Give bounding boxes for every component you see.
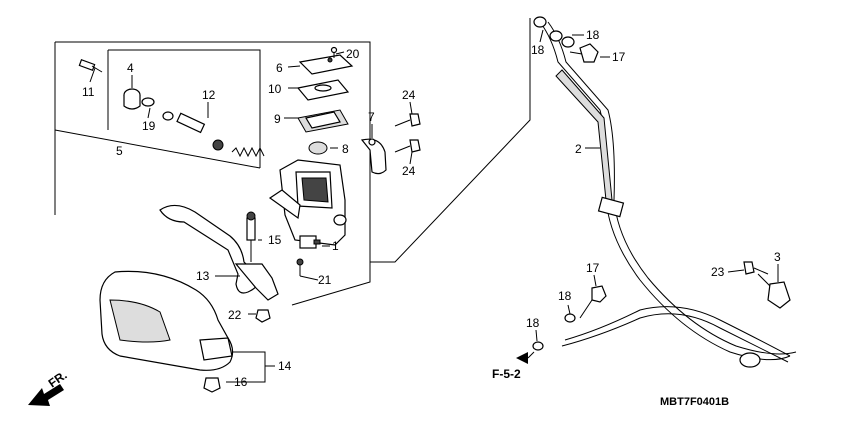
callout-4: 4 [127, 61, 134, 75]
master-cylinder-5 [268, 159, 347, 246]
front-label: FR. [46, 368, 70, 391]
pivot-bolt-15 [246, 211, 256, 262]
leader-lines [89, 29, 779, 383]
callout-5: 5 [116, 144, 123, 158]
callout-11: 11 [82, 85, 95, 99]
callout-3: 3 [774, 250, 781, 264]
washers-18-bottom [532, 313, 576, 351]
diaphragm-9 [297, 109, 349, 133]
callout-13: 13 [196, 269, 210, 283]
callout-17-top: 17 [612, 50, 626, 64]
plate-10 [296, 79, 350, 101]
callout-18-d: 18 [526, 316, 540, 330]
nut-22 [255, 309, 271, 323]
front-arrow-icon [28, 384, 64, 406]
bolt-17-top [569, 43, 599, 63]
callout-2: 2 [575, 142, 582, 156]
callout-20: 20 [346, 47, 360, 61]
callout-8: 8 [342, 142, 349, 156]
brake-hose-2 [539, 21, 797, 368]
washers-18-top [533, 16, 575, 48]
callout-7: 7 [368, 110, 375, 124]
bolt-23 [743, 261, 769, 275]
bolt-17-bottom [579, 285, 607, 319]
callout-18-c: 18 [558, 289, 572, 303]
bolt-11 [78, 59, 103, 73]
holder-7 [360, 138, 387, 175]
switch-1 [299, 235, 321, 249]
callout-10: 10 [268, 82, 282, 96]
reservoir-cap-6 [298, 54, 354, 75]
callout-14: 14 [278, 359, 292, 373]
piston-set-12 [162, 111, 265, 158]
callout-22: 22 [228, 308, 242, 322]
callout-19: 19 [142, 119, 156, 133]
brake-lever-13 [159, 204, 279, 301]
screw-21 [296, 258, 304, 276]
lever-cover-14 [99, 270, 234, 371]
hose-guide-3 [757, 273, 791, 309]
assembly-boundary [54, 18, 531, 306]
callout-16: 16 [234, 375, 248, 389]
bolt-24 [394, 113, 421, 153]
callout-23: 23 [711, 265, 725, 279]
callout-12: 12 [202, 88, 216, 102]
callout-9: 9 [274, 112, 281, 126]
callout-17-bottom: 17 [586, 261, 600, 275]
reference-arrow-icon [516, 351, 535, 364]
callout-21: 21 [318, 273, 332, 287]
float-8 [308, 141, 328, 155]
nut-16 [203, 377, 221, 393]
screw-20 [330, 46, 338, 58]
callout-24-bottom: 24 [402, 164, 416, 178]
reference-label[interactable]: F-5-2 [492, 367, 521, 381]
callout-18-b: 18 [586, 28, 600, 42]
snap-ring-19 [141, 97, 155, 107]
callout-6: 6 [276, 61, 283, 75]
callout-24-top: 24 [402, 88, 416, 102]
diagram-code: MBT7F0401B [660, 396, 729, 408]
boot-4 [123, 88, 141, 110]
callout-1: 1 [332, 239, 339, 253]
callout-15: 15 [268, 233, 282, 247]
callout-18-a: 18 [531, 43, 545, 57]
